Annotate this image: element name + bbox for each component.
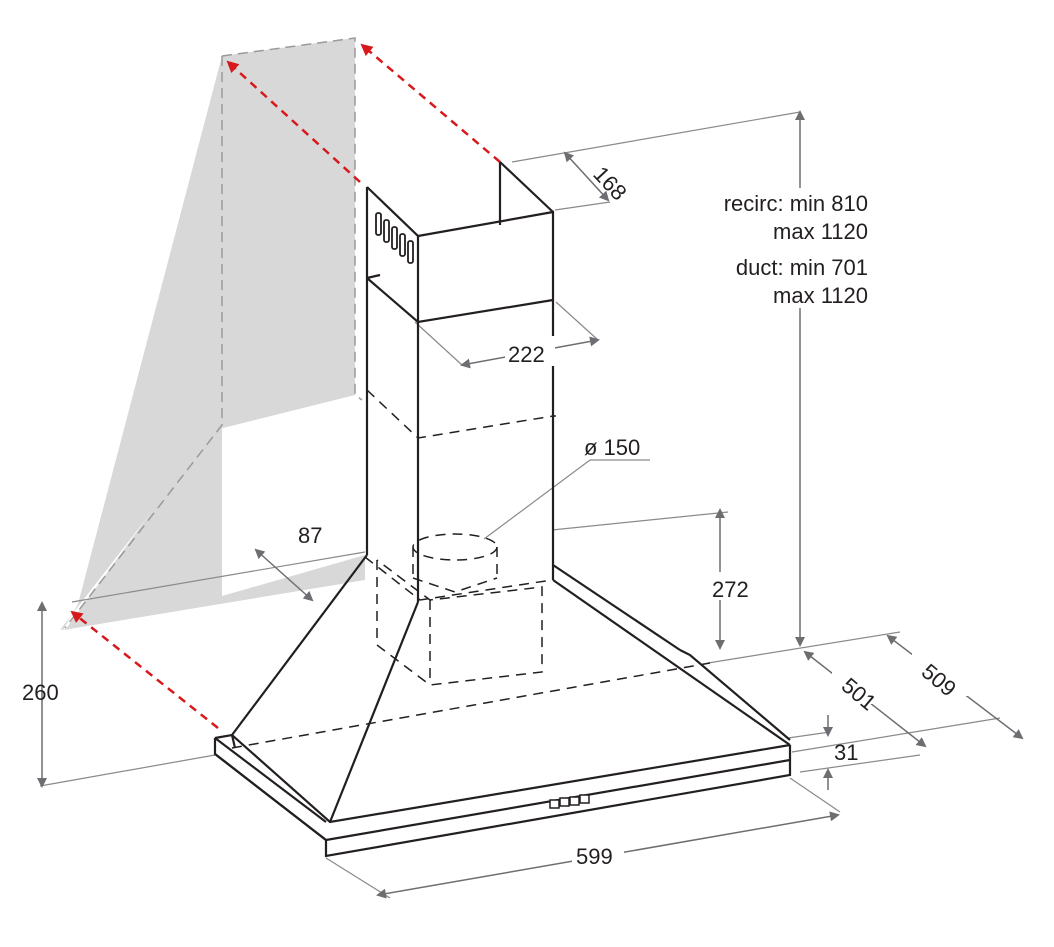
height-note-line1: recirc: min 810	[724, 191, 868, 216]
canopy	[213, 554, 792, 858]
vent-slots-icon	[375, 212, 414, 264]
height-note-line2: max 1120	[773, 219, 868, 244]
dim-label-front-lip: 31	[834, 740, 858, 765]
hidden-lines	[231, 389, 711, 749]
dim-label-hood-width: 599	[576, 844, 613, 869]
height-note: recirc: min 810 max 1120 duct: min 701 m…	[724, 191, 868, 308]
height-note-line3: duct: min 701	[736, 255, 868, 280]
dim-label-canopy-height: 260	[22, 680, 59, 705]
dim-label-chimney-depth: 168	[588, 161, 631, 205]
chimney	[365, 161, 555, 602]
dim-label-duct-diameter: ø 150	[584, 435, 640, 460]
height-note-line4: max 1120	[773, 283, 868, 308]
mounting-arrows	[70, 43, 501, 729]
dim-label-wall-gap: 87	[298, 523, 322, 548]
dim-label-chimney-width: 222	[508, 342, 545, 367]
dim-label-outlet-height: 272	[712, 577, 749, 602]
wall-silhouette	[60, 37, 365, 630]
control-buttons-icon	[549, 794, 590, 809]
